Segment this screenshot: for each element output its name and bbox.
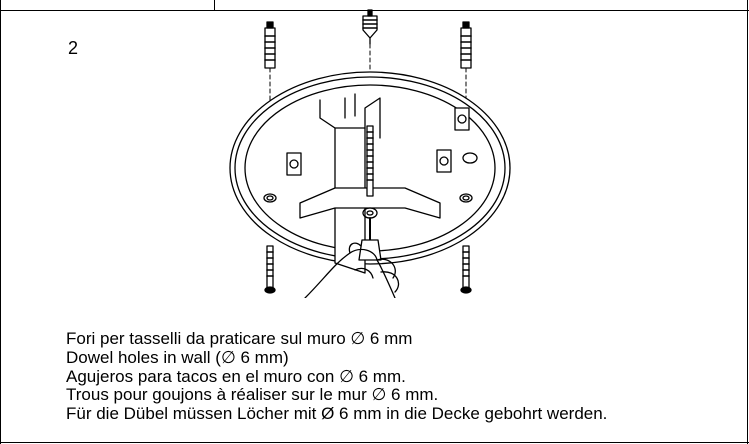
step-number: 2 bbox=[68, 38, 79, 58]
wall-plug-top-left bbox=[264, 21, 276, 69]
caption-german: Für die Dübel müssen Löcher mit Ø 6 mm i… bbox=[66, 404, 608, 424]
caption-italian: Fori per tasselli da praticare sul muro … bbox=[66, 329, 413, 348]
caption-english: Dowel holes in wall (∅ 6 mm) bbox=[66, 347, 289, 367]
hand-with-screwdriver bbox=[304, 217, 400, 298]
screw-bottom-left bbox=[264, 245, 276, 294]
frame-border-left bbox=[0, 0, 1, 444]
wall-plug-top-center bbox=[362, 9, 378, 45]
ceiling-plate bbox=[229, 71, 511, 274]
screw-center bbox=[366, 125, 374, 197]
caption-block: Fori per tasselli da praticare sul muro … bbox=[66, 329, 608, 424]
frame-border-bottom bbox=[0, 442, 749, 443]
wall-plug-top-right bbox=[460, 21, 472, 69]
installation-illustration bbox=[229, 9, 511, 298]
caption-french: Trous pour goujons à réaliser sur le mur… bbox=[66, 385, 439, 405]
caption-spanish: Agujeros para tacos en el muro con ∅ 6 m… bbox=[66, 366, 406, 386]
table-top-rule bbox=[0, 10, 749, 11]
screw-bottom-right bbox=[460, 245, 472, 294]
frame-border-right bbox=[747, 0, 748, 444]
table-column-divider bbox=[214, 0, 215, 11]
